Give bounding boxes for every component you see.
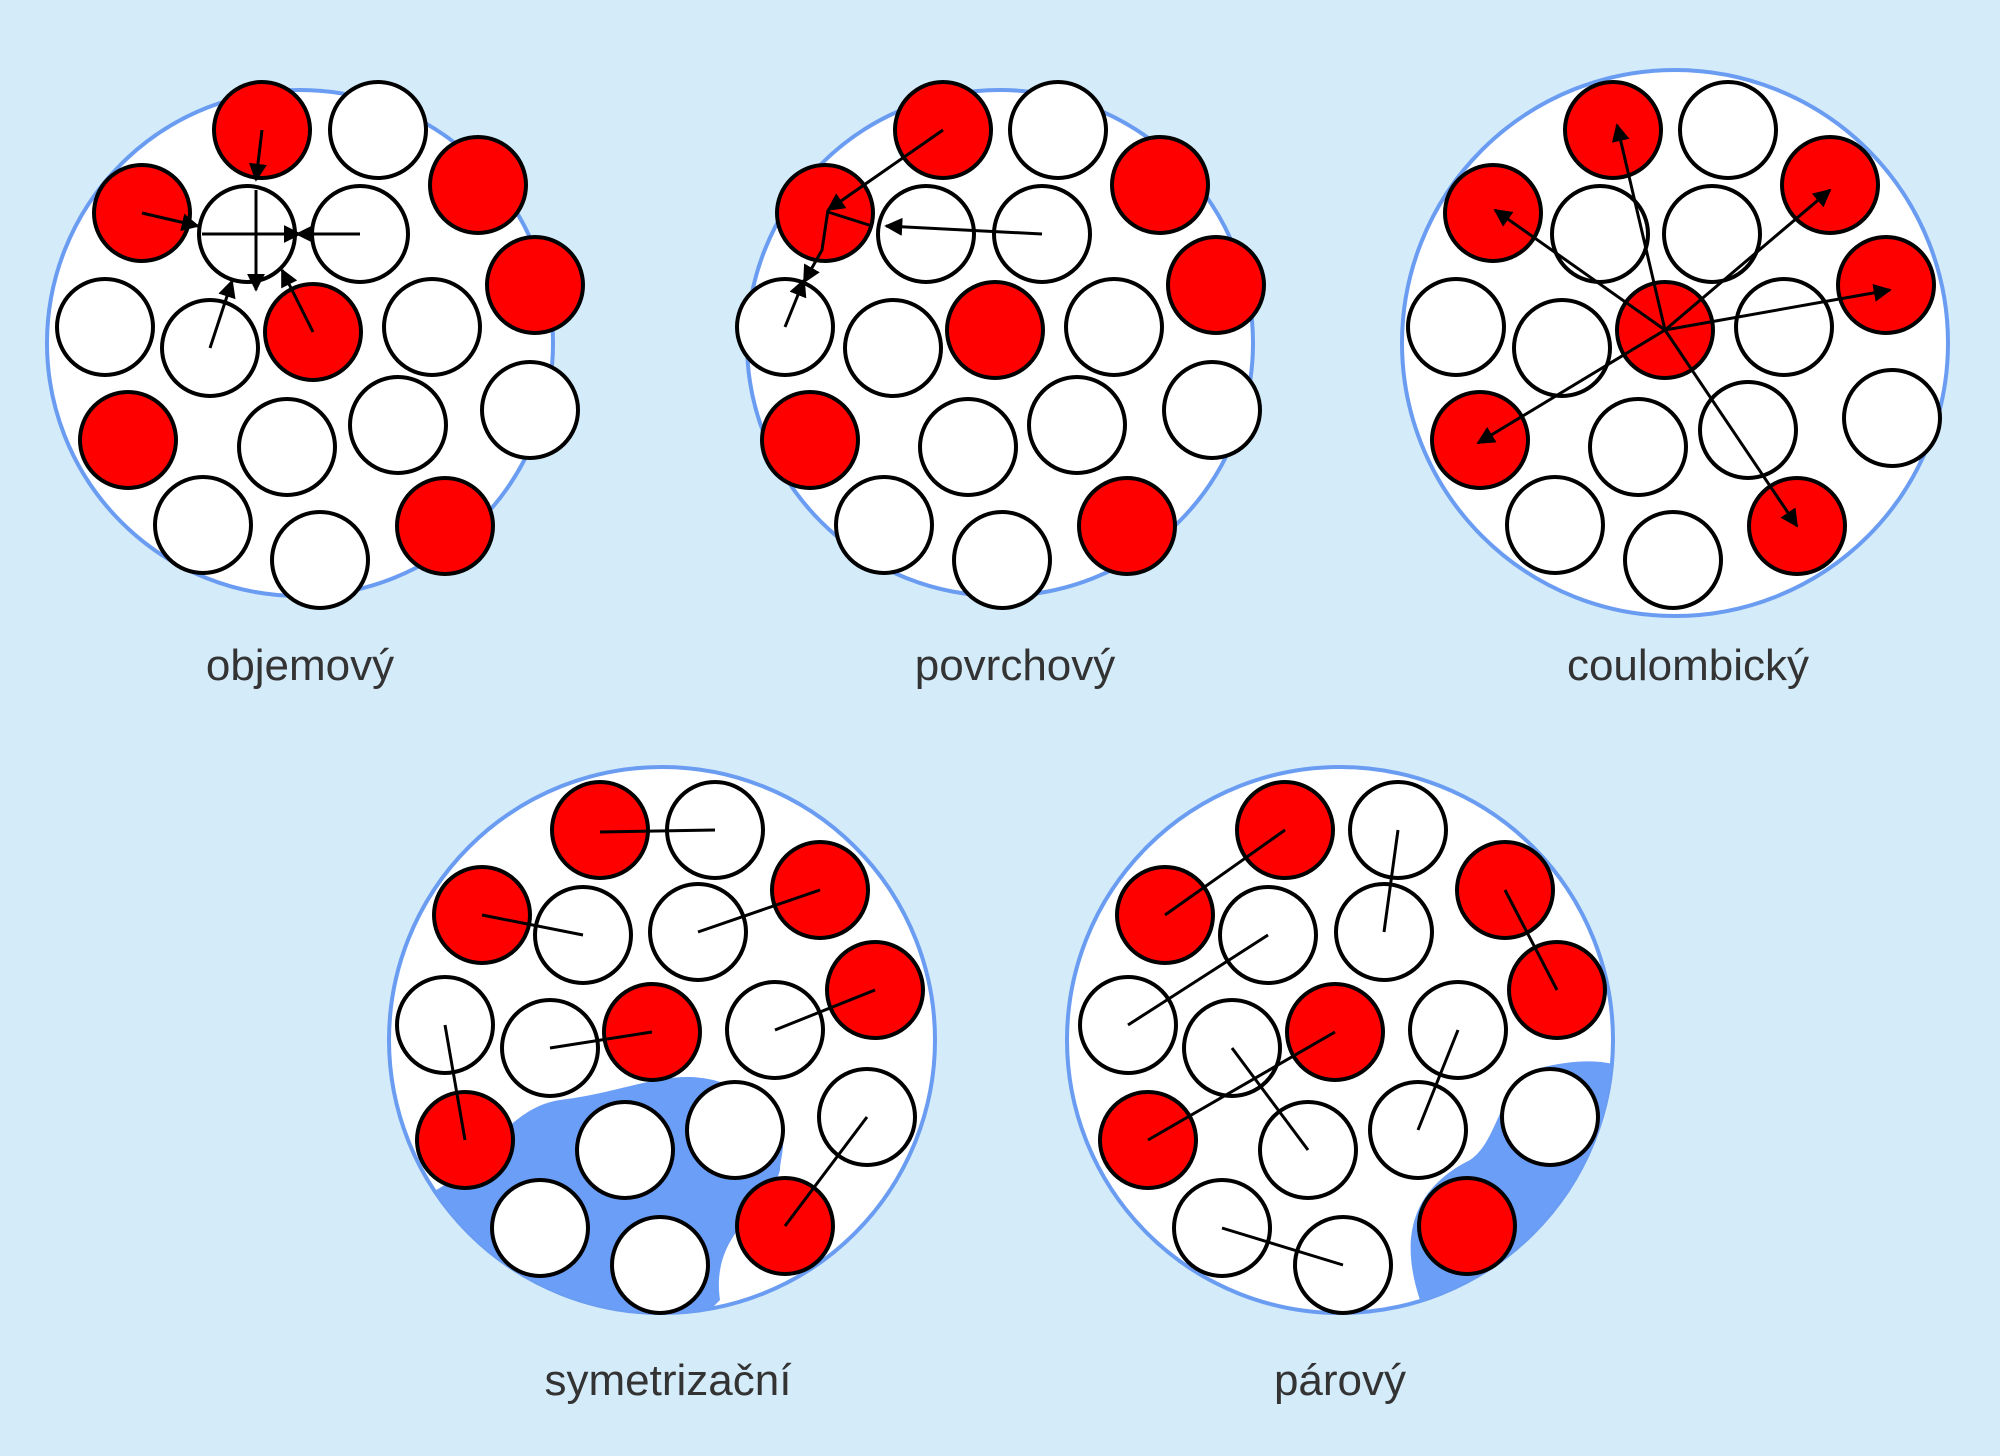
panel-coulomb: coulombický [1400,68,1950,690]
neutron [1623,510,1723,610]
neutron [490,1178,590,1278]
neutron [237,397,337,497]
neutron [1162,360,1262,460]
neutron [328,80,428,180]
neutron [1008,80,1108,180]
neutron [1406,277,1506,377]
interaction-lines [827,210,873,228]
proton [78,390,178,490]
proton [1563,80,1663,180]
neutron [55,277,155,377]
neutron [153,475,253,575]
proton [760,390,860,490]
neutron-target [876,184,976,284]
neutron [1662,184,1762,284]
proton [1836,235,1936,335]
proton [1166,235,1266,335]
proton [1077,476,1177,576]
nucleons [735,80,1266,610]
neutron [1064,277,1164,377]
neutron [348,375,448,475]
neutron [1734,277,1834,377]
repulsion-arrows [1476,123,1892,528]
neutron [952,510,1052,610]
neutron [382,277,482,377]
proton [1430,390,1530,490]
neutron [1588,397,1688,497]
neutron [1512,298,1612,398]
panel-symmetry: symetrizační [387,765,937,1405]
neutron [1550,184,1650,284]
proton [485,235,585,335]
neutron [834,475,934,575]
neutron [1678,80,1778,180]
neutron [1505,475,1605,575]
neutron [918,397,1018,497]
proton-unpaired [1417,1176,1517,1276]
caption-coulomb: coulombický [1567,641,1809,690]
proton [945,280,1045,380]
panel-surface: povrchový [735,80,1266,690]
proton [1110,135,1210,235]
neutron [1698,380,1798,480]
neutron [480,360,580,460]
neutron-unpaired [1500,1067,1600,1167]
caption-surface: povrchový [915,641,1116,690]
panel-pairing: párový [1065,765,1615,1405]
caption-symmetry: symetrizační [545,1356,793,1405]
proton [775,163,875,263]
neutron [270,510,370,610]
pair-lines [1127,828,1559,1267]
neutron [685,1080,785,1180]
caption-volume: objemový [206,641,394,690]
neutron [1842,368,1942,468]
interaction-arrows [783,128,1043,328]
neutron [575,1100,675,1200]
pair-lines [443,828,876,1227]
neutron [1078,975,1178,1075]
proton [395,476,495,576]
interaction-arrows [141,129,360,349]
panel-volume: objemový [45,80,585,690]
nucleons [1406,80,1942,610]
caption-pairing: párový [1274,1356,1406,1405]
neutron [843,298,943,398]
neutron [1027,375,1127,475]
neutron [610,1215,710,1315]
proton [1443,163,1543,263]
proton [428,135,528,235]
